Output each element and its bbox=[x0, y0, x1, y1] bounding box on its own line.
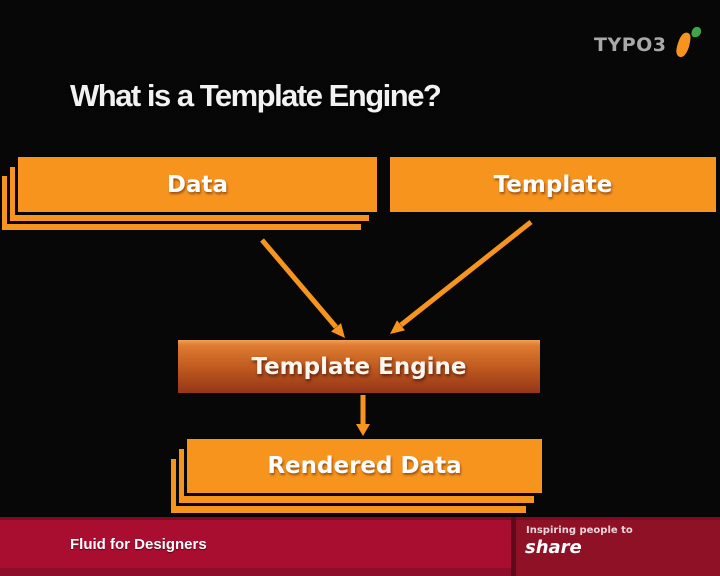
footer-bar: Fluid for Designers Inspiring people to … bbox=[0, 517, 720, 576]
footer-tagline-line2: share bbox=[525, 537, 582, 558]
template-box-label: Template bbox=[493, 171, 613, 198]
footer-product-title: Fluid for Designers bbox=[70, 536, 207, 553]
logo-green-shape bbox=[690, 26, 701, 38]
footer-right-section: Inspiring people to share bbox=[516, 517, 720, 576]
arrow-template-to-engine bbox=[390, 220, 533, 334]
rendered-data-box-label: Rendered Data bbox=[267, 453, 462, 479]
template-box: Template bbox=[390, 157, 716, 212]
footer-tagline-line1: Inspiring people to bbox=[526, 525, 633, 536]
data-box-label: Data bbox=[166, 171, 229, 198]
logo-orange-shape bbox=[675, 32, 691, 58]
template-engine-label: Template Engine bbox=[251, 353, 467, 380]
arrow-engine-to-rendered bbox=[356, 394, 370, 436]
data-box: Data bbox=[18, 157, 377, 212]
typo3-logo-mark-icon bbox=[675, 26, 701, 58]
template-engine-box: Template Engine bbox=[178, 340, 540, 393]
footer-left-section: Fluid for Designers bbox=[0, 517, 511, 576]
arrow-data-to-engine bbox=[260, 238, 345, 338]
slide-title: What is a Template Engine? bbox=[70, 78, 442, 113]
footer-divider bbox=[511, 517, 516, 576]
rendered-data-box: Rendered Data bbox=[187, 439, 542, 493]
typo3-logo-text: TYPO3 bbox=[594, 34, 667, 56]
typo3-logo: TYPO3 bbox=[594, 24, 706, 62]
